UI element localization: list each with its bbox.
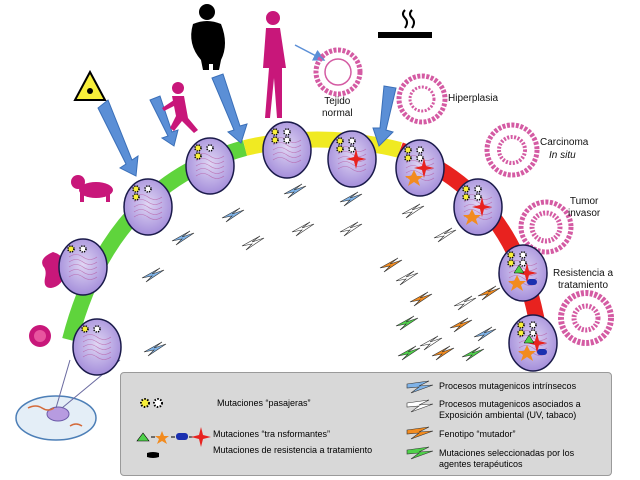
legend-resistencia: Mutaciones de resistencia a tratamiento [213,445,373,455]
legend-ambiental: Procesos mutagenicos asociados a Exposic… [439,399,581,420]
legend-bolt-blue-icon [406,380,434,394]
legend-resistance-icon [147,452,159,458]
label-hiperplasia: Hiperplasia [448,93,499,104]
label-carcinoma: Carcinoma [540,137,589,148]
invasive-tumor-icon [518,199,574,255]
label-resistencia: Resistencia a tratamiento [553,268,614,291]
human-figures [29,11,286,347]
mutation-bolt-icon [141,267,165,283]
mutation-bolt-icon [339,221,363,237]
normal-tissue-icon [313,47,363,97]
mutation-bolt-icon [473,326,497,342]
hyperplasia-icon [396,73,448,125]
mutation-bolt-icon [409,291,433,307]
mutation-bolt-icon [477,285,501,301]
body-cell-icon [15,359,121,441]
nucleus-cell [185,137,235,195]
legend-bolt-green-icon [406,446,434,460]
obesity-icon [191,4,225,70]
mutation-bolt-icon [283,183,307,199]
mutation-bolt-icon [461,346,485,362]
nucleus-cell [72,318,122,376]
nucleus-cell [262,121,312,179]
legend-transforming-icon [136,427,211,447]
nucleus-cell [395,139,445,197]
nuclei-group [58,121,558,376]
mutation-bolt-icon [221,207,245,223]
mutation-bolt-icon [379,257,403,273]
legend-pasajeras: Mutaciones “pasajeras” [217,398,311,408]
radiation-hazard-icon [73,69,107,101]
legend-mutador: Fenotipo “mutador” [439,429,516,439]
cigarette-icon [378,9,432,38]
legend-intrinsecos: Procesos mutagenicos intrínsecos [439,381,577,391]
mutation-bolt-icon [453,295,477,311]
nucleus-cell [123,178,173,236]
nucleus-cell [508,314,558,372]
mutation-bolt-icon [449,317,473,333]
legend-panel: Mutaciones “pasajeras” Mutaciones “tra n… [120,372,612,476]
tissue-sections [313,47,614,346]
mutation-bolt-icon [395,270,419,286]
mutation-bolt-icon [419,335,443,351]
legend-seleccionadas: Mutaciones seleccionadas por los agentes… [439,448,575,469]
nucleus-cell [498,244,548,302]
woman-icon [263,11,286,118]
baby-icon [71,175,113,202]
nucleus-cell [453,178,503,236]
nucleus-cell [58,238,108,296]
mutation-bolt-icon [431,345,455,361]
mutation-bolt-icon [395,315,419,331]
mutation-bolt-icon [291,221,315,237]
mutation-bolt-icon [397,345,421,361]
mutation-bolt-icon [339,191,363,207]
label-tumor-invasor: Tumor invasor [568,196,601,219]
legend-bolt-orange-icon [406,426,434,440]
nucleus-cell [327,130,377,188]
label-tejido-normal: Tejido normal [322,96,353,119]
child-icon [162,82,198,133]
mutation-bolt-icon [143,341,167,357]
label-in-situ: In situ [549,150,576,161]
legend-transformantes: Mutaciones “tra nsformantes” [213,429,331,439]
mutation-bolt-icon [171,230,195,246]
legend-bolt-white-icon [406,399,434,413]
exposure-arrows [97,73,397,177]
legend-passenger-icon [140,398,163,408]
stage-arrow [294,44,326,61]
mutation-bolt-icon [433,227,457,243]
arc-yellow-segment [243,131,402,158]
resistant-tumor-icon [558,290,614,346]
lightning-bolts-group [141,183,501,362]
legend-symbols [136,380,434,460]
mutation-bolt-icon [241,235,265,251]
mutation-bolt-icon [401,203,425,219]
carcinoma-icon [484,122,540,178]
